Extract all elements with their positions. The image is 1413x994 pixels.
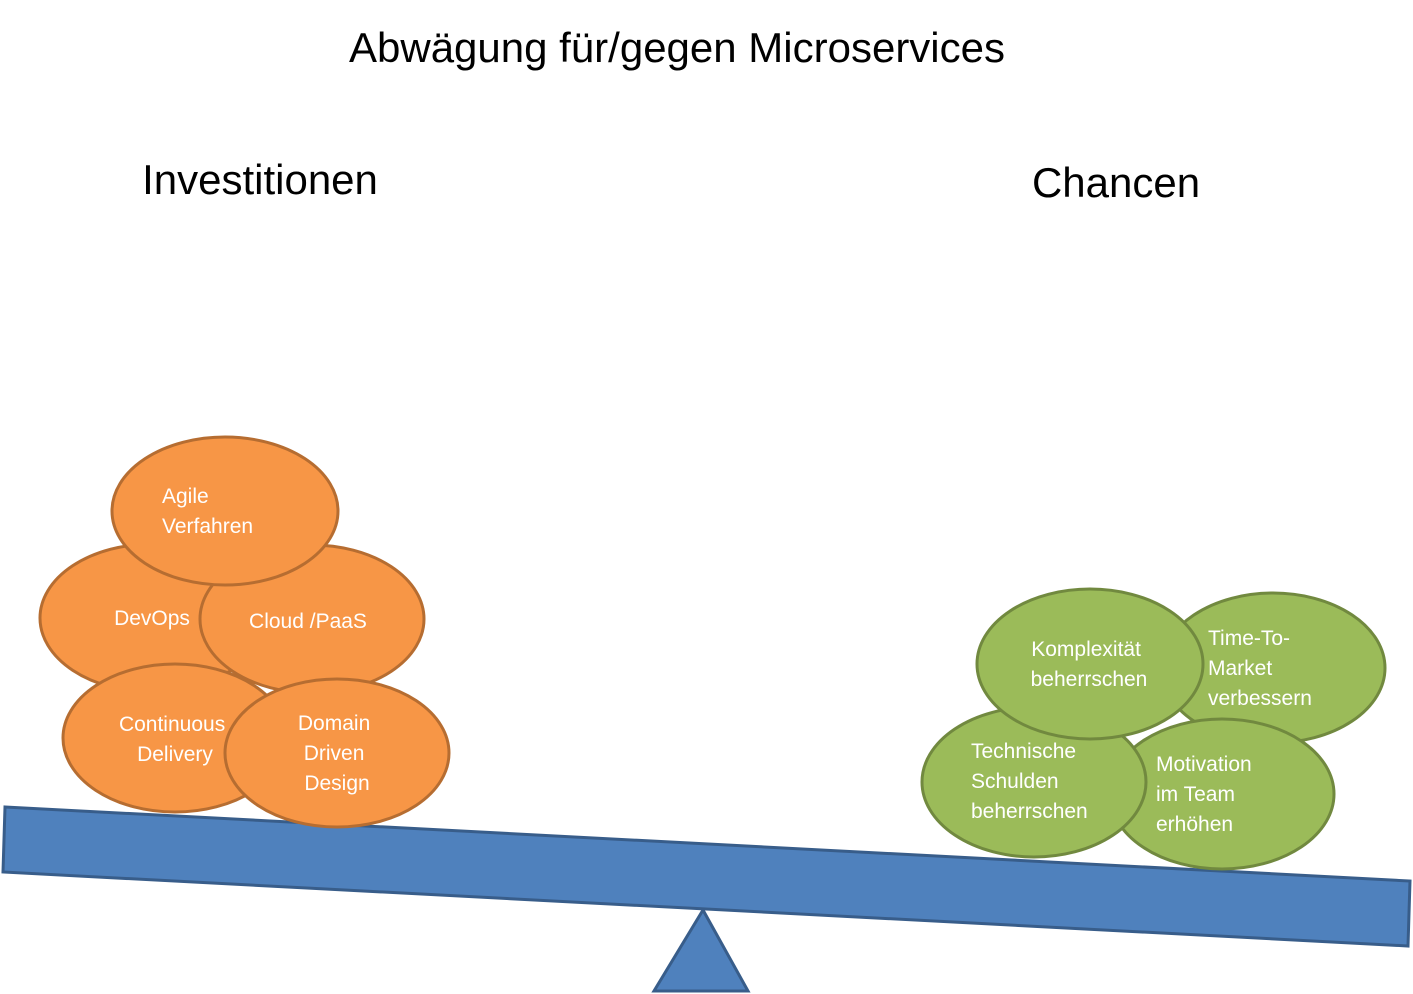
bubble-time-to-market: Time-To- Market verbessern — [1159, 591, 1387, 745]
bubble-domain-driven-design: Domain Driven Design — [223, 677, 451, 829]
bubble-technical-debt: Technische Schulden beherrschen — [920, 705, 1148, 859]
left-heading-investitionen: Investitionen — [142, 156, 378, 203]
bubble-devops-label: DevOps — [114, 607, 190, 630]
seesaw-fulcrum — [651, 907, 751, 993]
chances-group: Time-To- Market verbessern Motivation im… — [920, 587, 1387, 871]
bubble-complexity-label: Komplexität beherrschen — [1031, 638, 1148, 691]
right-heading-chancen: Chancen — [1032, 159, 1200, 206]
bubble-complexity: Komplexität beherrschen — [975, 587, 1205, 741]
bubble-continuous-delivery-label: Continuous Delivery — [119, 713, 231, 766]
seesaw-beam — [1, 805, 1412, 948]
bubble-agile-verfahren: Agile Verfahren — [110, 435, 340, 587]
bubble-agile-verfahren-label: Agile Verfahren — [162, 485, 253, 538]
bubble-domain-driven-design-label: Domain Driven Design — [298, 712, 376, 795]
bubble-motivation-label: Motivation im Team erhöhen — [1156, 753, 1258, 836]
bubble-time-to-market-label: Time-To- Market verbessern — [1208, 627, 1312, 710]
diagram-title: Abwägung für/gegen Microservices — [349, 24, 1005, 71]
bubble-cloud-paas-label: Cloud /PaaS — [249, 610, 367, 633]
bubble-technical-debt-label: Technische Schulden beherrschen — [971, 740, 1088, 823]
investments-group: DevOps Cloud /PaaS Agile Verfahren Conti… — [38, 435, 451, 829]
bubble-motivation: Motivation im Team erhöhen — [1108, 717, 1336, 871]
